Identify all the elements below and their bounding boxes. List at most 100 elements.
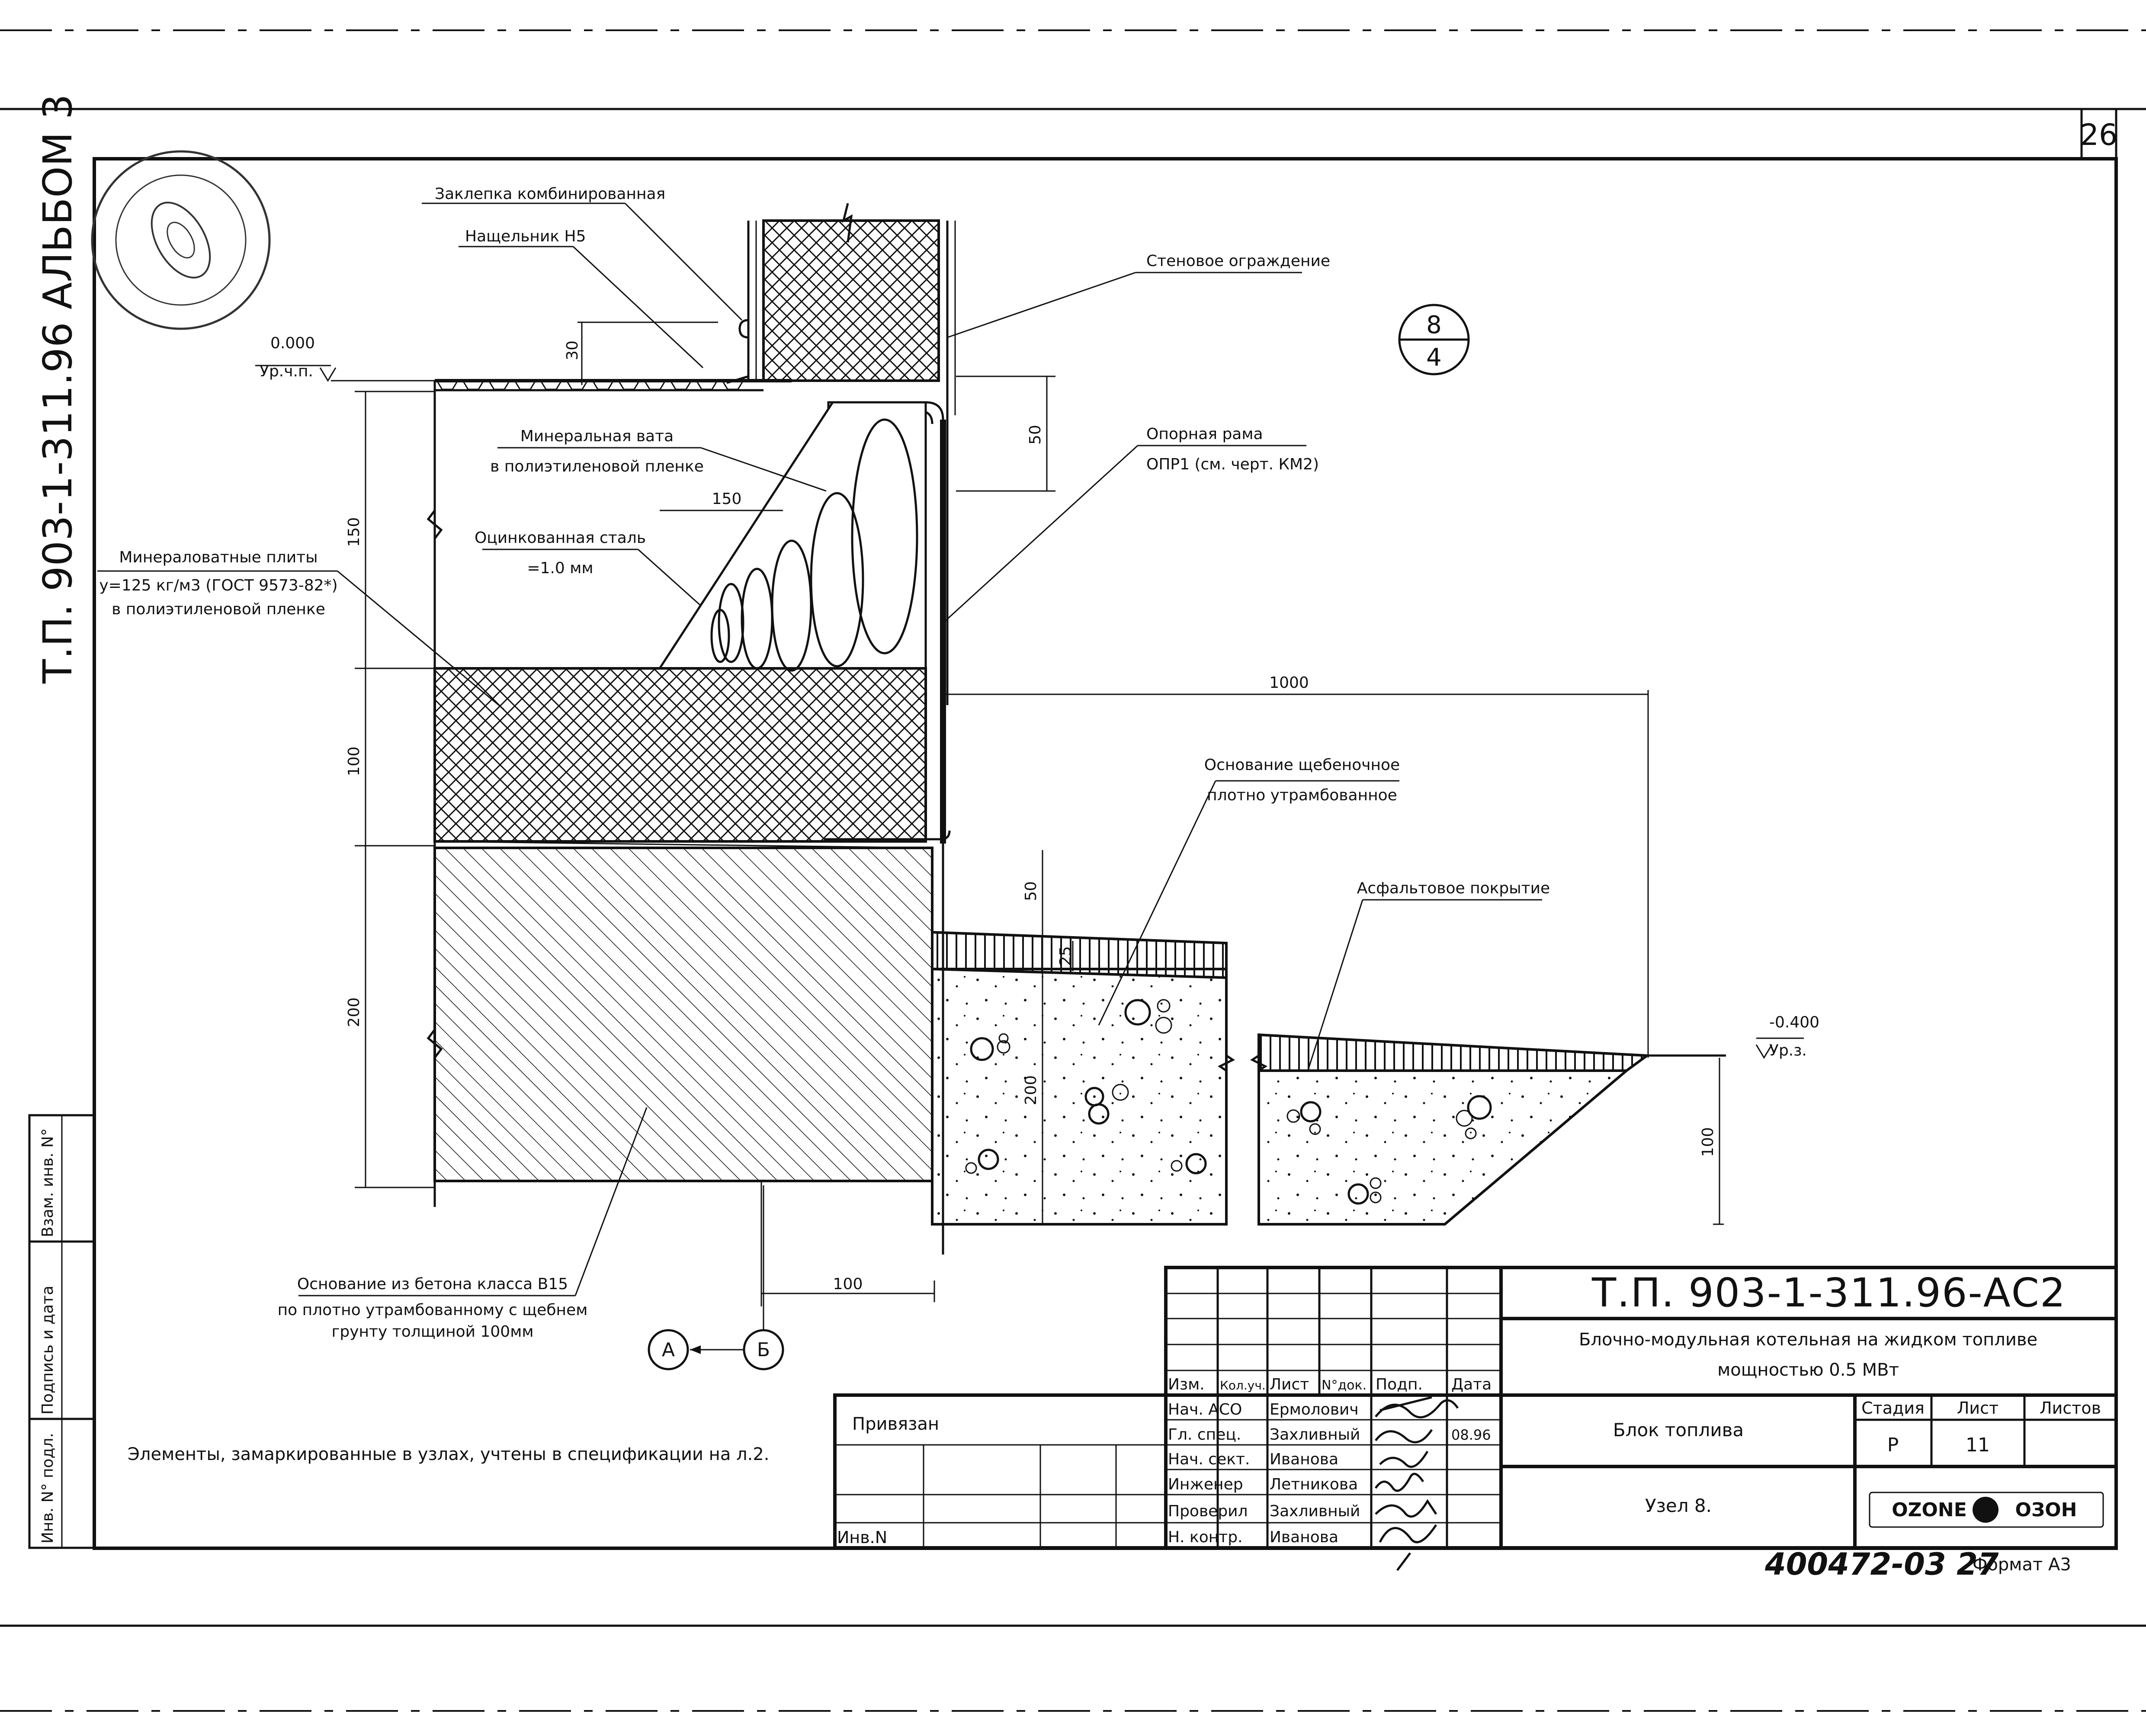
dim-200-gravel: 200 bbox=[1022, 1075, 1040, 1105]
stage-header: Стадия bbox=[1861, 1399, 1925, 1418]
dim-100: 100 bbox=[345, 747, 363, 777]
callout-wool: Минеральная вата bbox=[520, 427, 674, 445]
detail-reference bbox=[1398, 304, 1470, 375]
leader-lines bbox=[97, 202, 1542, 1296]
page-number-box bbox=[2080, 108, 2117, 160]
title-block bbox=[833, 1266, 2118, 1550]
header-date: Дата bbox=[1451, 1376, 1492, 1393]
sheet-title: Блок топлива bbox=[1613, 1419, 1744, 1441]
level-value-ground: -0.400 bbox=[1769, 1014, 1819, 1031]
left-strip: Взам. инв. N° Подпись и дата Инв. N° под… bbox=[28, 1114, 96, 1549]
level-mark-ground bbox=[1755, 1037, 1804, 1059]
bound-label: Привязан bbox=[852, 1414, 939, 1434]
strip-label: Подпись и дата bbox=[39, 1286, 57, 1415]
dim-50-gravel: 50 bbox=[1022, 881, 1040, 901]
dim-1000: 1000 bbox=[1269, 674, 1309, 692]
level-value-floor: 0.000 bbox=[270, 334, 315, 352]
dim-150: 150 bbox=[345, 517, 363, 547]
callout-concrete: Основание из бетона класса В15 bbox=[297, 1275, 568, 1293]
name-row: Иванова bbox=[1270, 1528, 1338, 1546]
project-capacity: мощностью 0.5 МВт bbox=[1717, 1360, 1899, 1380]
date-row: 08.96 bbox=[1451, 1427, 1491, 1443]
dim-150-top: 150 bbox=[712, 490, 742, 508]
callout-steel: Оцинкованная сталь bbox=[475, 529, 646, 547]
ozone-logo bbox=[1869, 1492, 2104, 1528]
name-row: Захливный bbox=[1270, 1502, 1360, 1520]
role-row: Нач. АСО bbox=[1168, 1401, 1242, 1418]
drawing-code: Т.П. 903-1-311.96-АС2 bbox=[1591, 1270, 2066, 1316]
name-row: Летникова bbox=[1270, 1476, 1358, 1493]
callout-plates: Минераловатные плиты bbox=[119, 549, 318, 566]
name-row: Иванова bbox=[1270, 1450, 1338, 1468]
callout-plates-film: в полиэтиленовой пленке bbox=[112, 600, 325, 618]
page-number: 26 bbox=[2080, 118, 2118, 152]
header-podp: Подп. bbox=[1376, 1376, 1423, 1393]
mineral-wool-zone bbox=[658, 401, 927, 670]
dim-50: 50 bbox=[1026, 425, 1044, 445]
role-row: Гл. спец. bbox=[1168, 1426, 1241, 1444]
role-row: Инженер bbox=[1168, 1476, 1243, 1493]
axis-b: Б bbox=[757, 1339, 770, 1361]
callout-concrete-gravel: по плотно утрамбованному с щебнем bbox=[278, 1301, 588, 1319]
dim-200: 200 bbox=[345, 998, 363, 1027]
sheet-number: 11 bbox=[1966, 1434, 1990, 1456]
role-row: Проверил bbox=[1168, 1502, 1248, 1520]
level-mark-floor bbox=[255, 365, 435, 382]
header-izm: Изм. bbox=[1168, 1376, 1205, 1393]
callout-plates-density: y=125 кг/м3 (ГОСТ 9573-82*) bbox=[99, 577, 337, 594]
sheets-header: Листов bbox=[2040, 1399, 2101, 1418]
name-row: Ермолович bbox=[1270, 1401, 1359, 1418]
round-seal bbox=[91, 150, 271, 330]
detail-ref-top: 8 bbox=[1426, 311, 1442, 339]
frame-bottom bbox=[824, 830, 951, 841]
inv-label: Инв.N bbox=[837, 1528, 887, 1547]
callout-gravel-compact: плотно утрамбованное bbox=[1207, 786, 1397, 804]
detail-ref-bottom: 4 bbox=[1426, 343, 1442, 372]
header-list: Лист bbox=[1270, 1376, 1309, 1393]
left-boundary bbox=[427, 381, 443, 1207]
callout-steel-thickness: =1.0 мм bbox=[527, 559, 593, 577]
flashing-h5 bbox=[726, 319, 750, 384]
project-title: Блочно-модульная котельная на жидком топ… bbox=[1579, 1330, 2037, 1350]
logo-ozone: OZONE bbox=[1892, 1499, 1967, 1521]
strip-label: Взам. инв. N° bbox=[39, 1128, 57, 1237]
side-album-title: Т.П. 903-1-311.96 АЛЬБОМ 3 bbox=[35, 94, 81, 684]
signatures bbox=[1374, 1396, 1459, 1571]
header-ndok: N°док. bbox=[1322, 1378, 1367, 1393]
axis-a: А bbox=[662, 1339, 675, 1361]
name-row: Захливный bbox=[1270, 1426, 1360, 1444]
dim-100-slope: 100 bbox=[1699, 1127, 1717, 1157]
callout-frame-ref: ОПР1 (см. черт. КМ2) bbox=[1146, 456, 1319, 473]
sheet-header: Лист bbox=[1957, 1399, 1998, 1418]
grid-axes bbox=[648, 1185, 784, 1370]
mineral-plates bbox=[433, 667, 927, 843]
strip-label: Инв. N° подл. bbox=[39, 1433, 57, 1543]
general-note: Элементы, замаркированные в узлах, учтен… bbox=[128, 1444, 770, 1464]
gravel-block-2 bbox=[1250, 1033, 1726, 1226]
role-row: Нач. сект. bbox=[1168, 1450, 1250, 1468]
stage-value: Р bbox=[1887, 1434, 1899, 1456]
dim-100-axis: 100 bbox=[833, 1275, 863, 1293]
callout-flashing: Нащельник Н5 bbox=[465, 228, 586, 245]
dim-30: 30 bbox=[564, 340, 581, 360]
concrete-base bbox=[433, 847, 933, 1182]
callout-rivet: Заклепка комбинированная bbox=[435, 185, 665, 203]
gravel-block-1 bbox=[931, 931, 1235, 1226]
dimension-lines bbox=[355, 321, 1724, 1306]
wall-panel bbox=[762, 219, 940, 382]
role-row: Н. контр. bbox=[1168, 1528, 1243, 1546]
callout-concrete-thickness: грунту толщиной 100мм bbox=[331, 1323, 533, 1341]
logo-ozon: ОЗОН bbox=[2015, 1499, 2077, 1521]
level-label-ground: Ур.з. bbox=[1769, 1042, 1807, 1059]
callout-frame: Опорная рама bbox=[1146, 425, 1263, 443]
node-title: Узел 8. bbox=[1645, 1495, 1712, 1516]
callout-asphalt: Асфальтовое покрытие bbox=[1357, 879, 1550, 897]
level-label-floor: Ур.ч.п. bbox=[260, 363, 313, 380]
callout-gravel: Основание щебеночное bbox=[1204, 756, 1400, 774]
floor-surface bbox=[435, 379, 792, 391]
callout-wall: Стеновое ограждение bbox=[1146, 252, 1330, 270]
callout-wool-film: в полиэтиленовой пленке bbox=[490, 458, 704, 475]
header-koluch: Кол.уч. bbox=[1220, 1378, 1266, 1393]
dim-25: 25 bbox=[1057, 946, 1075, 966]
